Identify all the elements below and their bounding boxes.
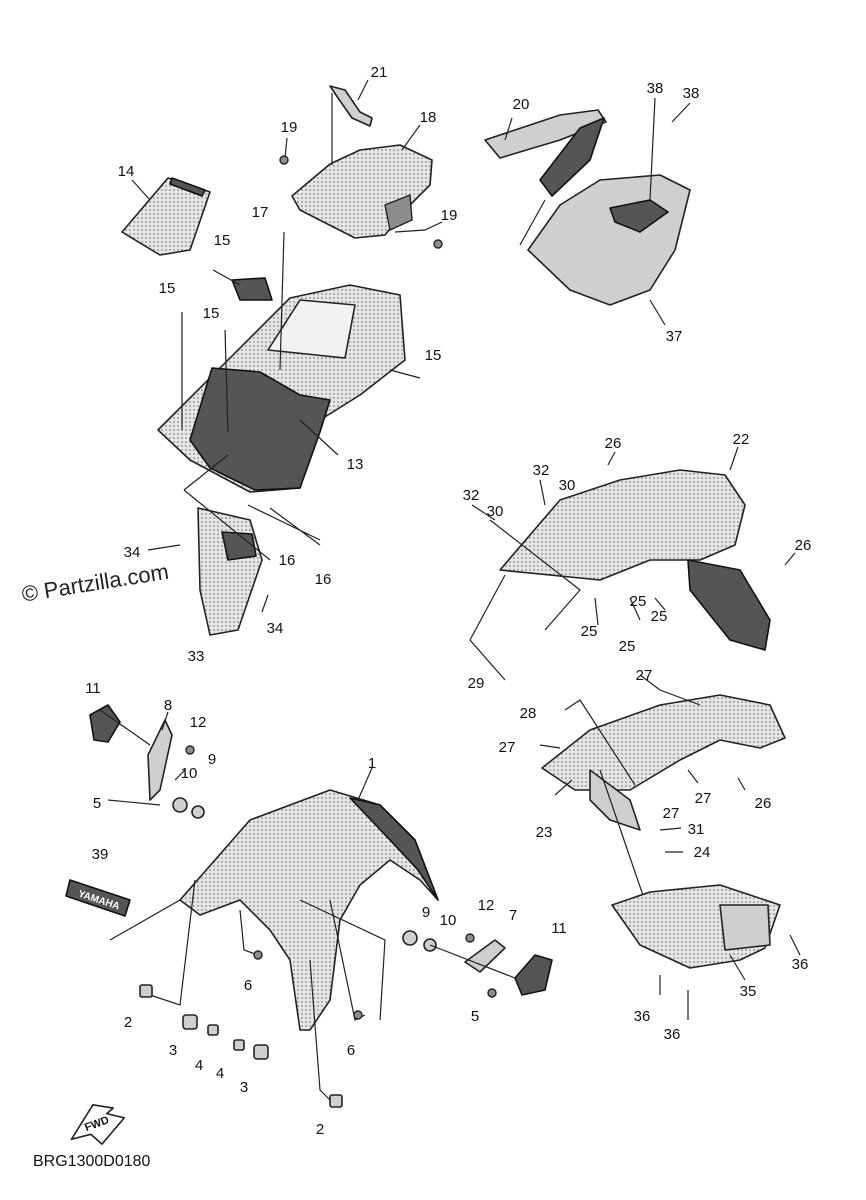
callout: 27 <box>695 790 712 807</box>
callout: 39 <box>92 846 109 863</box>
callout: 2 <box>316 1121 324 1138</box>
callout: 27 <box>663 805 680 822</box>
callout: 26 <box>605 435 622 452</box>
part-1-front-fender <box>179 789 439 1031</box>
callout: 7 <box>509 907 517 924</box>
callout: 21 <box>371 64 388 81</box>
callout: 15 <box>214 232 231 249</box>
part-8-bracket-left <box>147 719 173 801</box>
callout: 25 <box>581 623 598 640</box>
callout: 35 <box>740 983 757 1000</box>
callout: 18 <box>420 109 437 126</box>
part-21-clip <box>329 85 373 127</box>
callout: 26 <box>795 537 812 554</box>
part-7-bracket-right <box>464 939 506 973</box>
callout: 25 <box>630 593 647 610</box>
part-35-guard <box>611 884 781 969</box>
callout: 12 <box>478 897 495 914</box>
callout: 22 <box>733 431 750 448</box>
callout: 12 <box>190 714 207 731</box>
part-18-battery-box <box>291 144 433 239</box>
callout: 32 <box>463 487 480 504</box>
callout: 31 <box>688 821 705 838</box>
part-11-reflector-right <box>514 954 553 996</box>
callout: 37 <box>666 328 683 345</box>
part-39-emblem: YAMAHA <box>65 879 131 917</box>
callout: 10 <box>181 765 198 782</box>
callout: 34 <box>124 544 141 561</box>
part-14-bracket <box>121 177 211 256</box>
callout: 36 <box>792 956 809 973</box>
callout: 16 <box>279 552 296 569</box>
callout: 6 <box>244 977 252 994</box>
fwd-arrow-icon: FWD <box>70 1104 126 1145</box>
callout: 20 <box>513 96 530 113</box>
callout: 26 <box>755 795 772 812</box>
callout: 1 <box>368 755 376 772</box>
callout: 11 <box>551 920 567 937</box>
callout: 19 <box>441 207 458 224</box>
callout: 6 <box>347 1042 355 1059</box>
callout: 27 <box>636 667 653 684</box>
callout: 2 <box>124 1014 132 1031</box>
callout: 9 <box>422 904 430 921</box>
callout: 36 <box>634 1008 651 1025</box>
callout: 36 <box>664 1026 681 1043</box>
callout: 13 <box>347 456 364 473</box>
part-22-side-cover <box>499 469 771 651</box>
callout: 3 <box>169 1042 177 1059</box>
part-20-rail <box>484 109 607 197</box>
callout: 10 <box>440 912 457 929</box>
callout: 25 <box>651 608 668 625</box>
callout: 3 <box>240 1079 248 1096</box>
part-23-lower-cover <box>541 694 786 831</box>
callout: 24 <box>694 844 711 861</box>
callout-labels: 1 2 2 3 3 4 4 5 5 6 6 7 8 9 9 10 10 11 1… <box>85 64 811 1138</box>
callout: 5 <box>471 1008 479 1025</box>
callout: 5 <box>93 795 101 812</box>
callout: 38 <box>647 80 664 97</box>
part-37-tail-cover <box>527 174 691 306</box>
callout: 30 <box>487 503 504 520</box>
callout: 38 <box>683 85 700 102</box>
hardware-spacers <box>139 950 363 1108</box>
callout: 19 <box>281 119 298 136</box>
diagram-code: BRG1300D0180 <box>33 1153 151 1170</box>
callout: 15 <box>203 305 220 322</box>
callout: 15 <box>159 280 176 297</box>
callout: 16 <box>315 571 332 588</box>
callout: 4 <box>216 1065 224 1082</box>
callout: 17 <box>252 204 269 221</box>
callout: 32 <box>533 462 550 479</box>
callout: 8 <box>164 697 172 714</box>
callout: 4 <box>195 1057 203 1074</box>
callout: 29 <box>468 675 485 692</box>
part-13-rear-fender <box>157 277 406 493</box>
callout: 9 <box>208 751 216 768</box>
callout: 30 <box>559 477 576 494</box>
callout: 27 <box>499 739 516 756</box>
callout: 11 <box>85 680 101 697</box>
callout: 28 <box>520 705 537 722</box>
callout: 14 <box>118 163 135 180</box>
callout: 34 <box>267 620 284 637</box>
part-11-reflector-left <box>89 704 121 743</box>
callout: 25 <box>619 638 636 655</box>
callout: 23 <box>536 824 553 841</box>
callout: 33 <box>188 648 205 665</box>
callout: 15 <box>425 347 442 364</box>
